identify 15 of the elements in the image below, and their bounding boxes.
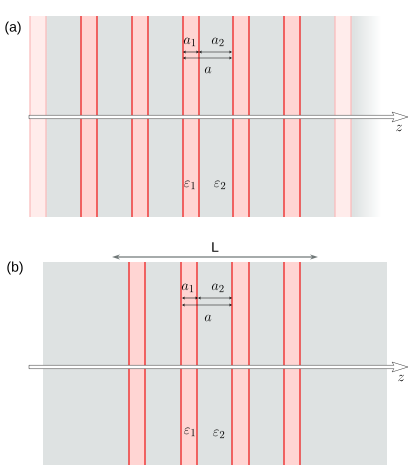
layer-label: $\varepsilon_1$ [184, 428, 195, 436]
dimension-label: $a_1$ [182, 284, 194, 292]
layer-label: $\varepsilon_2$ [213, 430, 224, 438]
dimension-label: $a_2$ [212, 284, 224, 292]
layer-label: $\varepsilon_2$ [214, 180, 226, 190]
dimension-label: $a$ [204, 314, 212, 322]
dimension-label: $a$ [204, 66, 212, 74]
dimension-label: L [212, 242, 218, 252]
dimension-label: $a_2$ [212, 38, 224, 46]
panel-label: (a) [5, 22, 21, 34]
dimension-label: $a_1$ [184, 38, 196, 46]
panel-label: (b) [7, 262, 23, 274]
axis-label: $z$ [398, 374, 404, 382]
layer-label: $\varepsilon_1$ [184, 180, 195, 190]
axis-label: $z$ [396, 124, 402, 132]
